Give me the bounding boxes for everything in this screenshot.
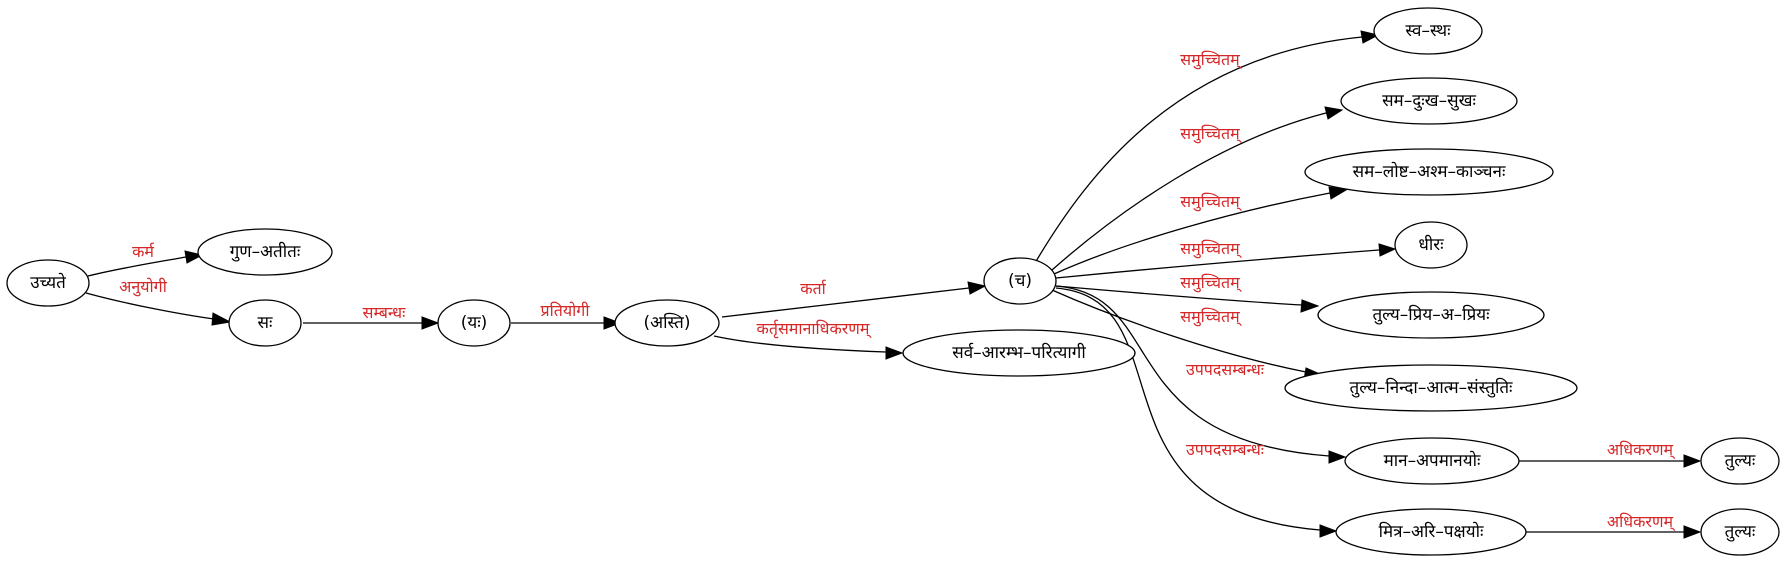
node-tulya-priya-apriyah: तुल्य–प्रिय–अ–प्रियः	[1317, 291, 1545, 339]
svg-text:तुल्य–निन्दा–आत्म–संस्तुतिः: तुल्य–निन्दा–आत्म–संस्तुतिः	[1350, 377, 1514, 398]
edge-asti-ca	[721, 281, 987, 318]
svg-text:तुल्य–प्रिय–अ–प्रियः: तुल्य–प्रिय–अ–प्रियः	[1372, 304, 1490, 325]
edge-ca-mitra	[1055, 287, 1338, 538]
node-dhirah: धीरः	[1394, 221, 1468, 269]
svg-text:(अस्ति): (अस्ति)	[644, 312, 691, 333]
node-mana-apamanayoh: मान–अपमानयोः	[1344, 437, 1520, 485]
edge-ca-dhira	[1055, 243, 1397, 279]
edge-sah-yah	[303, 316, 440, 330]
edge-asti-sarva	[713, 335, 904, 360]
node-guna-atitah: गुण–अतीतः	[197, 228, 333, 276]
edge-label-samuccitam-5: समुच्चितम्	[1180, 273, 1242, 293]
svg-text:मान–अपमानयोः: मान–अपमानयोः	[1384, 450, 1481, 471]
node-svasthah: स्व–स्थः	[1373, 7, 1483, 55]
node-sarva-arambha-parityagi: सर्व–आरम्भ–परित्यागी	[902, 329, 1136, 377]
edge-mitra-tulya2	[1526, 525, 1702, 539]
edge-ca-samduhkha	[1051, 106, 1344, 271]
svg-text:(यः): (यः)	[461, 313, 488, 333]
node-tulyah-2: तुल्यः	[1700, 508, 1780, 556]
edge-uchyate-sah	[85, 292, 232, 326]
edge-label-karma: कर्म	[132, 242, 155, 261]
svg-text:उच्यते: उच्यते	[30, 272, 66, 293]
edge-label-samuccitam-6: समुच्चितम्	[1180, 307, 1242, 327]
svg-text:सः: सः	[258, 313, 273, 333]
svg-text:स्व–स्थः: स्व–स्थः	[1405, 21, 1451, 41]
node-sah: सः	[228, 299, 302, 347]
edge-mana-tulya1	[1519, 454, 1702, 468]
svg-text:तुल्यः: तुल्यः	[1725, 451, 1756, 471]
svg-text:सम–लोष्ट–अश्म–काञ्चनः: सम–लोष्ट–अश्म–काञ्चनः	[1353, 161, 1506, 182]
edge-ca-samlosta	[1053, 186, 1348, 275]
edge-label-pratiyogi: प्रतियोगी	[541, 301, 591, 320]
node-uchyate: उच्यते	[6, 259, 90, 307]
edge-yah-asti	[511, 316, 622, 330]
edge-label-samuccitam-3: समुच्चितम्	[1180, 192, 1242, 212]
svg-text:सर्व–आरम्भ–परित्यागी: सर्व–आरम्भ–परित्यागी	[952, 342, 1086, 363]
edge-label-adhikarana-1: अधिकरणम्	[1607, 440, 1676, 460]
svg-text:धीरः: धीरः	[1418, 234, 1444, 255]
edge-ca-mana	[1055, 285, 1347, 464]
svg-text:मित्र–अरि–पक्षयोः: मित्र–अरि–पक्षयोः	[1379, 521, 1484, 542]
edge-label-adhikarana-2: अधिकरणम्	[1607, 512, 1676, 532]
edge-ca-tulyapriya	[1055, 285, 1320, 313]
svg-text:सम–दुःख–सुखः: सम–दुःख–सुखः	[1382, 91, 1476, 111]
svg-text:तुल्यः: तुल्यः	[1725, 522, 1756, 542]
edge-label-samuccitam-1: समुच्चितम्	[1180, 50, 1242, 70]
svg-text:गुण–अतीतः: गुण–अतीतः	[230, 241, 301, 262]
edge-label-kartrsamana: कर्तृसमानाधिकरणम्	[757, 319, 873, 339]
node-yah: (यः)	[437, 299, 511, 347]
edge-label-upapadasambandha-1: उपपदसम्बन्धः	[1186, 360, 1265, 379]
edge-label-anuyogi: अनुयोगी	[119, 277, 168, 297]
edge-label-samuccitam-2: समुच्चितम्	[1180, 124, 1242, 144]
node-tulya-ninda-atma-samstutih: तुल्य–निन्दा–आत्म–संस्तुतिः	[1284, 364, 1578, 412]
node-asti: (अस्ति)	[614, 299, 720, 347]
node-sama-losta-asma-kancanah: सम–लोष्ट–अश्म–काञ्चनः	[1304, 148, 1554, 196]
edge-label-samuccitam-4: समुच्चितम्	[1180, 239, 1242, 259]
node-tulyah-1: तुल्यः	[1700, 437, 1780, 485]
edge-label-karta: कर्ता	[800, 279, 827, 298]
svg-text:(च): (च)	[1008, 271, 1032, 291]
edge-label-sambandha: सम्बन्धः	[363, 303, 406, 322]
node-ca: (च)	[983, 257, 1057, 305]
node-mitra-ari-paksayoh: मित्र–अरि–पक्षयोः	[1335, 508, 1527, 556]
edge-label-upapadasambandha-2: उपपदसम्बन्धः	[1186, 440, 1265, 459]
node-sama-duhkha-sukhah: सम–दुःख–सुखः	[1340, 77, 1518, 125]
